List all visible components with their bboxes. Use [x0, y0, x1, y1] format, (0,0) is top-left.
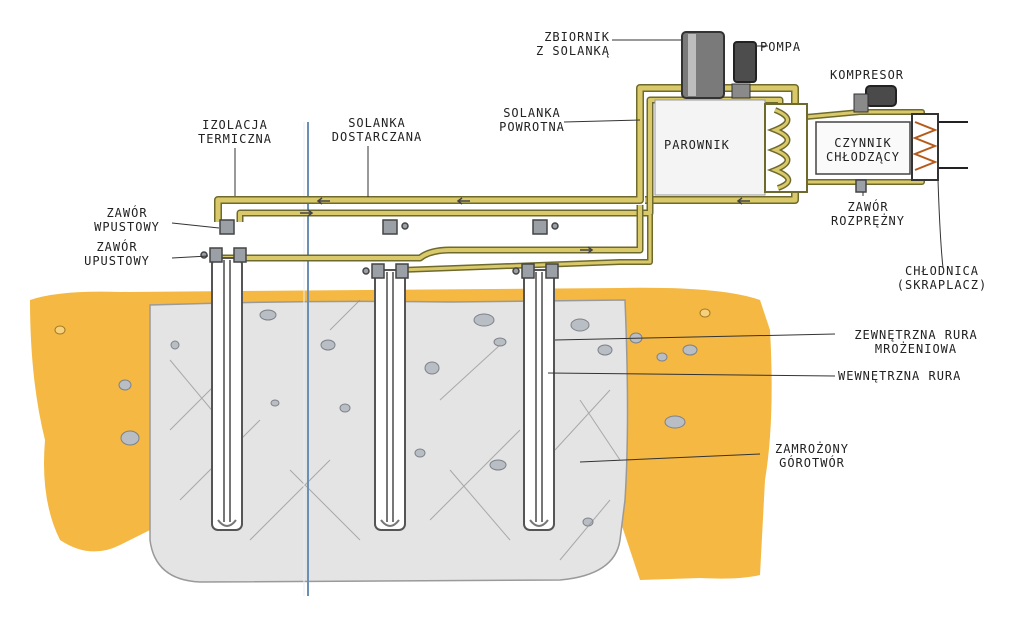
label-line: DOSTARCZANA [331, 130, 423, 144]
label-line: CHŁODZĄCY [825, 150, 901, 164]
freeze-pipe-3 [523, 269, 555, 531]
label-line: WPUSTOWY [94, 220, 160, 234]
label-line: ZAWÓR [96, 240, 138, 254]
label-outlet-valve: ZAWÓR UPUSTOWY [72, 240, 162, 268]
label-line: CZYNNIK [834, 136, 892, 150]
label-line: SOLANKA [348, 116, 406, 130]
label-return-brine: SOLANKA POWROTNA [492, 106, 572, 134]
label-line: ZAWÓR [106, 206, 148, 220]
label-inner-pipe: WEWNĘTRZNA RURA [838, 369, 962, 383]
label-line: (SKRAPLACZ) [896, 278, 988, 292]
evaporator [654, 99, 808, 196]
label-condenser: CHŁODNICA (SKRAPLACZ) [882, 264, 1002, 292]
compressor [853, 85, 897, 113]
label-line: TERMICZNA [197, 132, 273, 146]
pump [731, 41, 757, 99]
label-line: MROŻENIOWA [874, 342, 958, 356]
freeze-pipes [211, 257, 555, 531]
label-line: ZEWNĘTRZNA RURA [854, 328, 978, 342]
label-brine-tank: ZBIORNIK Z SOLANKĄ [515, 30, 610, 58]
label-expansion-valve: ZAWÓR ROZPRĘŻNY [818, 200, 918, 228]
label-pump: POMPA [760, 40, 802, 54]
label-refrigerant: CZYNNIK CHŁODZĄCY [818, 136, 908, 164]
freeze-pipe-2 [374, 269, 406, 531]
label-line: CHŁODNICA [904, 264, 980, 278]
label-line: Z SOLANKĄ [535, 44, 610, 58]
leader-lines [171, 39, 944, 463]
condenser [911, 113, 939, 181]
label-line: UPUSTOWY [84, 254, 150, 268]
label-line: IZOLACJA [202, 118, 268, 132]
freeze-pipe-1 [211, 257, 243, 531]
label-frozen-ground: ZAMROŻONY GÓROTWÓR [762, 442, 862, 470]
stones [54, 308, 711, 527]
label-line: ZAMROŻONY [774, 442, 850, 456]
label-line: ROZPRĘŻNY [830, 214, 906, 228]
refrigerant-box [815, 121, 911, 175]
label-line: SOLANKA [503, 106, 561, 120]
label-inlet-valve: ZAWÓR WPUSTOWY [82, 206, 172, 234]
label-outer-freeze-pipe: ZEWNĘTRZNA RURA MROŻENIOWA [836, 328, 996, 356]
label-line: GÓROTWÓR [779, 456, 845, 470]
label-compressor: KOMPRESOR [830, 68, 905, 82]
valves [200, 179, 867, 279]
label-thermal-insulation: IZOLACJA TERMICZNA [186, 118, 284, 146]
label-supplied-brine: SOLANKA DOSTARCZANA [322, 116, 432, 144]
label-line: POWROTNA [499, 120, 565, 134]
label-line: ZBIORNIK [544, 30, 610, 44]
label-line: ZAWÓR [847, 200, 889, 214]
flow-arrows [300, 197, 750, 254]
brine-tank [681, 31, 725, 99]
label-evaporator: PAROWNIK [664, 138, 730, 152]
